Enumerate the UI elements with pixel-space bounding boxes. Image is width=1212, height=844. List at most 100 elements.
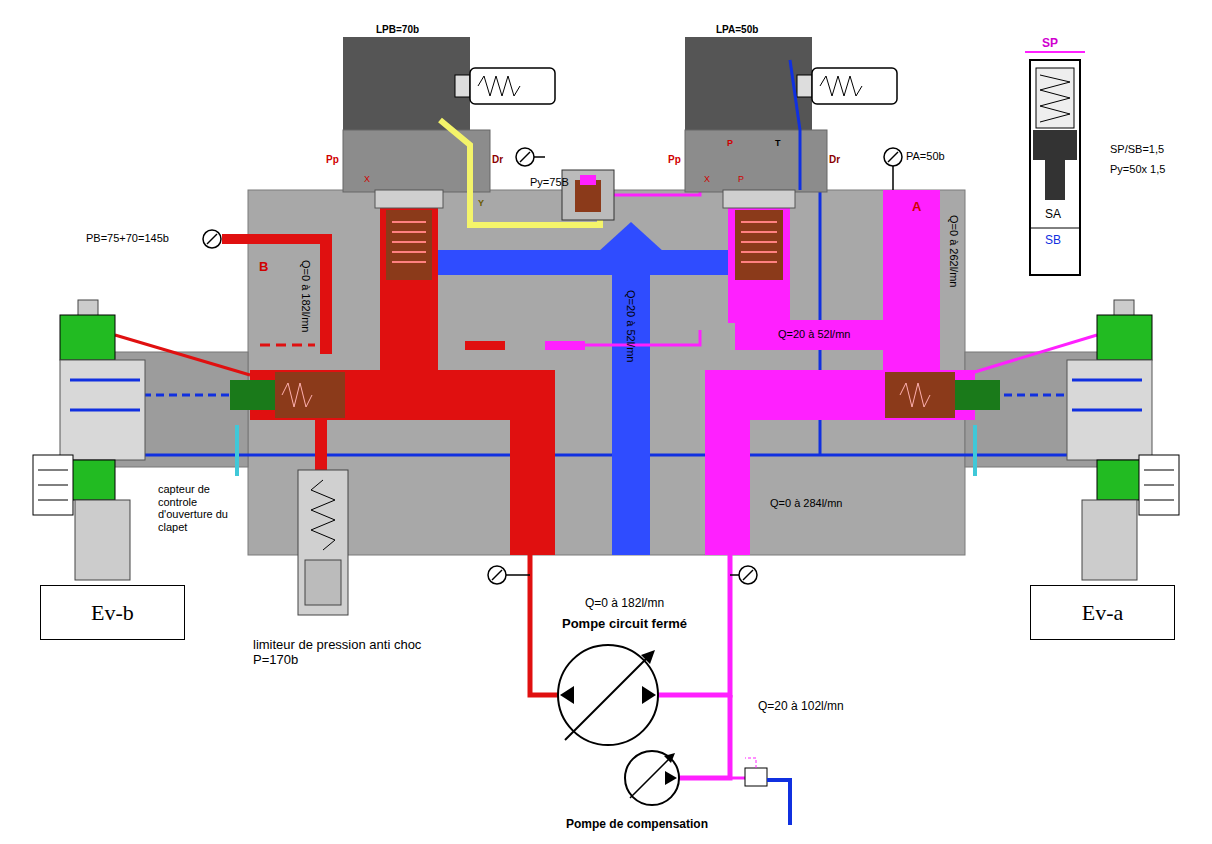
pilot-valve bbox=[343, 37, 897, 192]
red-channel bbox=[222, 234, 332, 244]
blue-channel bbox=[598, 222, 664, 252]
pressure-ratio-sketch bbox=[1030, 228, 1080, 229]
poppet-cartridge bbox=[723, 190, 795, 208]
relief-valve bbox=[298, 470, 348, 615]
annotation: Pp bbox=[668, 154, 681, 166]
sensor bbox=[235, 425, 239, 476]
pilot-valve bbox=[478, 76, 520, 96]
pump-symbol bbox=[745, 758, 756, 768]
annotation: Pp bbox=[326, 154, 339, 166]
valve-tag-box: Ev-b bbox=[40, 585, 185, 640]
pink-pipe bbox=[585, 40, 1097, 778]
pump-symbol bbox=[558, 645, 790, 825]
solenoid-valve bbox=[1097, 315, 1152, 360]
pressure-gauge bbox=[488, 566, 506, 584]
red-pipe bbox=[530, 555, 558, 695]
red-channel bbox=[315, 420, 327, 470]
logic-valve bbox=[955, 380, 1000, 410]
solenoid-valve bbox=[1067, 360, 1152, 460]
logic-valve bbox=[275, 372, 345, 418]
annotation: Q=0 à 262l/mn bbox=[947, 215, 960, 287]
solenoid-valve bbox=[1144, 470, 1174, 471]
annotation: A bbox=[912, 200, 921, 215]
solenoid-valve bbox=[60, 315, 115, 360]
pump-symbol bbox=[560, 686, 574, 704]
pink-channel bbox=[728, 195, 790, 323]
valve-tag: Ev-a bbox=[1082, 600, 1124, 626]
sensor bbox=[973, 425, 977, 476]
pressure-ratio-sketch bbox=[1025, 51, 1085, 53]
annotation: PB=75+70=145b bbox=[86, 232, 169, 245]
pressure-gauge bbox=[207, 234, 217, 244]
pressure-gauge bbox=[892, 166, 894, 190]
relief-valve bbox=[298, 470, 348, 615]
annotation: capteur de controle d'ouverture du clape… bbox=[158, 483, 250, 534]
pressure-ratio-sketch bbox=[1036, 68, 1074, 128]
annotation: SP bbox=[1042, 37, 1058, 51]
annotation: P bbox=[727, 138, 733, 148]
red-channel bbox=[250, 370, 555, 420]
pump-symbol bbox=[664, 753, 675, 763]
poppet-cartridge bbox=[392, 221, 426, 223]
pressure-gauge bbox=[884, 148, 902, 166]
poppet-cartridge bbox=[741, 231, 777, 233]
pilot-valve bbox=[820, 76, 862, 96]
check-valve bbox=[580, 175, 596, 185]
pink-channel bbox=[545, 341, 585, 350]
solenoid-valve bbox=[70, 409, 140, 412]
solenoid-valve bbox=[38, 500, 68, 501]
pink-channel bbox=[545, 190, 975, 555]
poppet-cartridge bbox=[741, 261, 777, 263]
annotation: Q=0 à 182l/mn bbox=[585, 597, 664, 611]
pressure-ratio-sketch bbox=[1025, 52, 1085, 275]
pressure-gauge bbox=[203, 230, 221, 248]
solenoid-valve bbox=[70, 380, 1142, 410]
pilot-valve bbox=[343, 37, 470, 130]
check-valve bbox=[562, 170, 614, 220]
pump-symbol bbox=[642, 686, 656, 704]
pump-symbol bbox=[565, 657, 648, 740]
pump-symbol bbox=[767, 780, 790, 825]
annotation: SP/SB=1,5 bbox=[1110, 143, 1164, 156]
pressure-gauge bbox=[492, 570, 502, 580]
annotation: PA=50b bbox=[906, 150, 945, 163]
annotation: P bbox=[738, 174, 744, 184]
pink-pipe bbox=[730, 777, 745, 780]
logic-valve bbox=[230, 380, 275, 410]
logic-valve bbox=[230, 372, 1000, 418]
logic-valve bbox=[900, 383, 930, 407]
pressure-gauge bbox=[516, 148, 534, 166]
pilot-valve bbox=[812, 68, 897, 104]
solenoid-valve bbox=[38, 485, 68, 486]
annotation: B bbox=[259, 260, 268, 275]
red-pipe bbox=[260, 344, 315, 347]
poppet-cartridge bbox=[741, 251, 777, 253]
solenoid-valve bbox=[1144, 500, 1174, 501]
pump-symbol bbox=[558, 645, 658, 745]
red-channel bbox=[510, 370, 555, 555]
pressure-ratio-sketch bbox=[1033, 130, 1077, 160]
pressure-gauge bbox=[203, 148, 902, 584]
red-channel bbox=[222, 195, 555, 555]
check-valve bbox=[562, 170, 614, 220]
annotation: Y bbox=[478, 198, 484, 208]
solenoid-valve bbox=[60, 360, 145, 460]
poppet-cartridge bbox=[386, 210, 432, 280]
pilot-valve bbox=[455, 75, 470, 97]
solenoid-valve bbox=[33, 300, 1179, 580]
solenoid-valve bbox=[1072, 379, 1142, 382]
annotation: SA bbox=[1045, 208, 1061, 222]
solenoid-valve bbox=[1082, 500, 1137, 580]
annotation: Q=0 à 284l/mn bbox=[768, 497, 844, 510]
solenoid-valve bbox=[38, 470, 68, 471]
pink-channel bbox=[705, 370, 750, 555]
red-channel bbox=[380, 195, 438, 373]
annotation: Q=20 à 52l/mn bbox=[624, 290, 637, 362]
poppet-cartridge bbox=[392, 251, 426, 253]
pump-symbol bbox=[665, 771, 677, 785]
annotation: LPA=50b bbox=[716, 24, 758, 36]
annotation: limiteur de pression anti choc P=170b bbox=[253, 638, 453, 668]
pressure-gauge bbox=[743, 570, 753, 580]
drain-line bbox=[88, 190, 1130, 455]
logic-valve bbox=[282, 383, 312, 407]
